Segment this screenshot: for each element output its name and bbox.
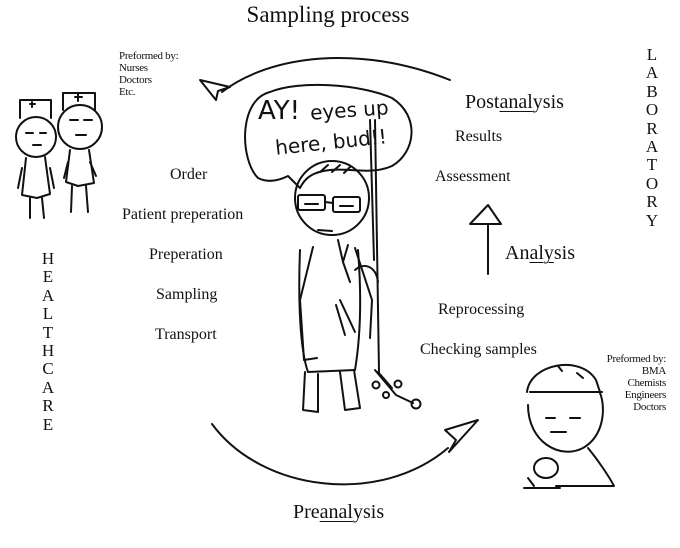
step-sampling: Sampling: [156, 286, 218, 303]
phase-post-accent: anal: [499, 91, 533, 113]
lab-role: BMA: [641, 365, 666, 377]
vertical-letter: T: [42, 322, 54, 342]
phase-preanalysis: Preanalysis: [293, 501, 384, 524]
vertical-letter: H: [41, 249, 55, 268]
vertical-letter: R: [42, 396, 54, 416]
lab-worker-figure: [523, 364, 615, 489]
vertical-letter: L: [646, 45, 658, 64]
top-cycle-arc: [221, 56, 451, 93]
bottom-cycle-arc: [211, 423, 449, 486]
vertical-letter: A: [41, 377, 55, 397]
phase-analysis-prefix: An: [505, 242, 530, 264]
nurse-figures: [15, 92, 103, 219]
vertical-letter: A: [645, 63, 659, 83]
healthcare-role: Etc.: [119, 86, 136, 98]
vertical-letter: C: [42, 359, 54, 379]
step-preparation: Preperation: [149, 246, 223, 263]
phase-postanalysis: Postanalysis: [465, 91, 564, 114]
vertical-letter: R: [646, 192, 658, 212]
phase-analysis-accent: aly: [529, 242, 554, 264]
vertical-letter: O: [645, 173, 659, 193]
step-checking-samples: Checking samples: [420, 341, 537, 358]
phase-post-prefix: Post: [465, 91, 500, 113]
step-reprocessing: Reprocessing: [438, 301, 525, 318]
vertical-letter: H: [41, 341, 55, 361]
speech-text-line1: AY!: [258, 96, 301, 126]
vertical-letter: Y: [645, 210, 659, 230]
step-patient-preparation: Patient preperation: [122, 206, 244, 223]
step-results: Results: [455, 128, 503, 145]
vertical-letter: L: [42, 304, 54, 324]
center-figure: [294, 160, 379, 413]
vertical-letter: T: [646, 155, 658, 175]
healthcare-role: Nurses: [119, 62, 148, 74]
lab-role: Doctors: [633, 401, 666, 413]
speech-bubble: [244, 83, 413, 189]
healthcare-performers-note: Preformed by: Nurses Doctors Etc.: [119, 50, 179, 98]
vertical-letter: O: [645, 100, 659, 120]
up-arrow-head: [469, 204, 502, 225]
iv-stand: [369, 119, 422, 410]
phase-pre-prefix: Pre: [293, 501, 320, 523]
laboratory-performers-note: Preformed by: BMA Chemists Engineers Doc…: [580, 353, 667, 413]
phase-analysis-suffix: sis: [553, 242, 576, 264]
lab-role: Chemists: [627, 377, 666, 389]
vertical-letter: E: [42, 414, 54, 434]
lab-role: Engineers: [624, 389, 667, 401]
step-transport: Transport: [155, 326, 217, 343]
lab-note-heading: Preformed by:: [606, 353, 667, 365]
step-order: Order: [170, 166, 208, 183]
vertical-letter: B: [646, 81, 658, 101]
phase-pre-suffix: ysis: [352, 501, 385, 523]
vertical-letter: R: [646, 118, 658, 138]
healthcare-note-heading: Preformed by:: [119, 50, 179, 62]
healthcare-role: Doctors: [119, 74, 152, 86]
vertical-letter: A: [41, 285, 55, 305]
phase-post-suffix: ysis: [532, 91, 564, 113]
bottom-arrowhead: [444, 419, 479, 453]
step-assessment: Assessment: [435, 168, 511, 185]
top-arrowhead: [199, 79, 231, 101]
phase-pre-accent: anal: [319, 501, 353, 523]
diagram-title: Sampling process: [246, 2, 410, 27]
vertical-letter: E: [42, 267, 54, 287]
phase-analysis: Analysis: [505, 242, 575, 265]
vertical-letter: A: [645, 137, 659, 157]
